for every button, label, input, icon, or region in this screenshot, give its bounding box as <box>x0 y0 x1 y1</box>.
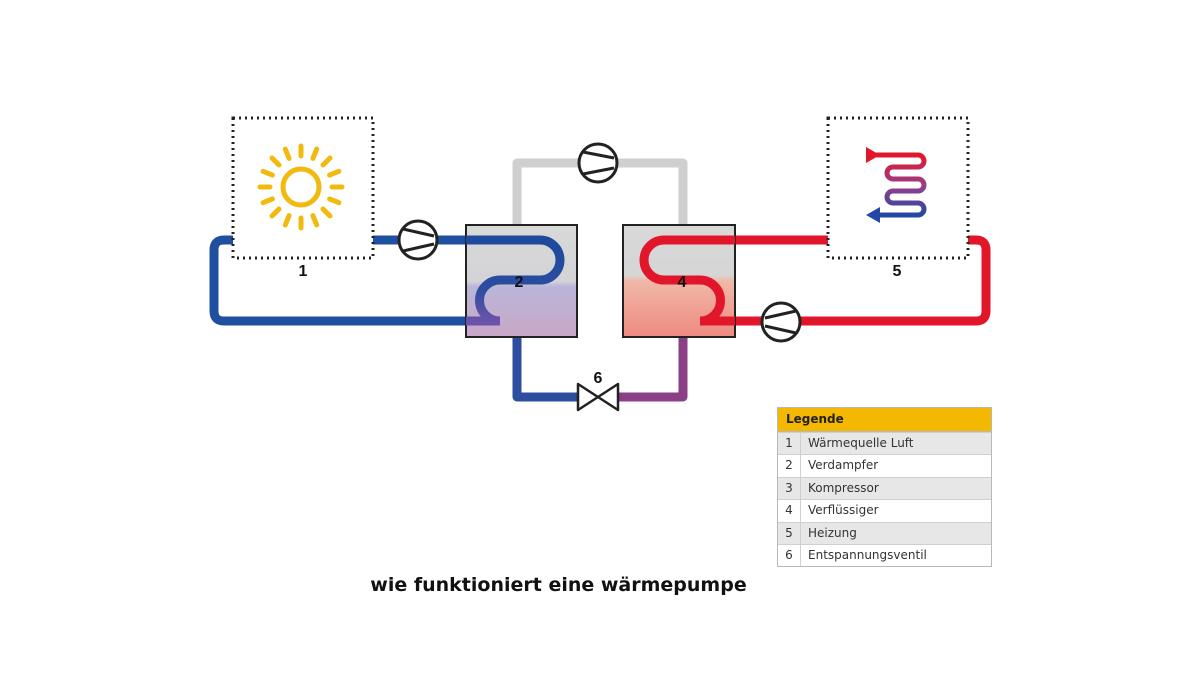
evaporator-coil <box>466 235 565 326</box>
heat-source-box <box>231 116 375 260</box>
legend-label: Kompressor <box>808 480 879 495</box>
source-loop-pipe <box>209 235 466 326</box>
legend-row: 3 Kompressor <box>778 476 991 500</box>
legend-row: 2 Verdampfer <box>778 454 991 477</box>
legend-label: Wärmequelle Luft <box>808 436 914 450</box>
legend-num: 3 <box>778 477 801 500</box>
liquid-pipe-left <box>512 337 578 402</box>
legend-label: Verflüssiger <box>808 503 879 518</box>
legend-row: 1 Wärmequelle Luft <box>778 432 991 455</box>
legend-num: 1 <box>778 433 801 455</box>
legend-row: 4 Verflüssiger <box>778 499 991 522</box>
caption-text: wie funktioniert eine wärmepumpe <box>370 574 747 596</box>
legend-table: Legende 1 Wärmequelle Luft 2 Verdampfer … <box>777 407 992 568</box>
compressor-icon <box>577 142 619 184</box>
source-pump-icon <box>397 219 439 261</box>
radiator-coil-icon <box>866 147 927 223</box>
legend-num: 6 <box>778 544 801 567</box>
legend-title: Legende <box>778 408 991 432</box>
node-1-label: 1 <box>299 263 308 280</box>
legend-label: Verdampfer <box>808 458 879 473</box>
condenser-coil <box>639 235 735 326</box>
legend-row: 5 Heizung <box>778 521 991 544</box>
heating-pump-icon <box>760 301 802 343</box>
legend-label: Heizung <box>808 525 857 540</box>
sun-icon <box>257 143 345 231</box>
legend-num: 5 <box>778 522 801 544</box>
heating-return-pipe <box>735 235 991 326</box>
legend-label: Entspannungsventil <box>808 547 927 562</box>
node-5-label: 5 <box>893 263 902 280</box>
node-2-label: 2 <box>515 274 524 291</box>
expansion-valve-icon <box>576 382 620 412</box>
legend-num: 4 <box>778 500 801 522</box>
liquid-pipe-right <box>618 337 688 402</box>
heating-box <box>826 116 970 260</box>
legend-num: 2 <box>778 455 801 477</box>
node-6-label: 6 <box>594 370 603 387</box>
legend-row: 6 Entspannungsventil <box>778 543 991 567</box>
node-4-label: 4 <box>678 274 687 291</box>
